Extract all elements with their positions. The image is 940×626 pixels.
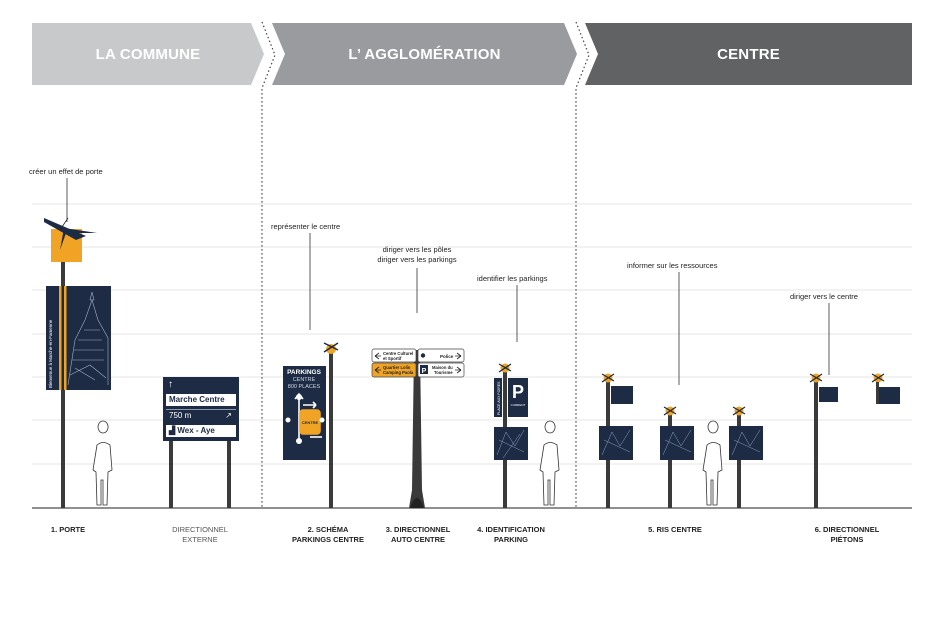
annotation-parkings: identifier les parkings	[477, 274, 548, 283]
annotation-poles-line1: diriger vers les pôles	[382, 245, 452, 254]
factory-icon: ▟	[169, 426, 178, 435]
banner-agglomeration-shape	[272, 23, 577, 85]
annotation-leaders	[66, 178, 830, 385]
external-row-1-label: Marche Centre	[169, 395, 225, 404]
caption-porte: 1. PORTE	[50, 525, 86, 534]
caption-externe-line2: EXTERNE	[182, 534, 218, 544]
auto-left1-line2: et Sportif	[383, 356, 402, 361]
caption-auto: 3. DIRECTIONNEL AUTO CENTRE	[363, 525, 473, 544]
ris-sign-3	[729, 406, 763, 508]
parking-schema-sign	[283, 342, 339, 508]
banner-agglomeration-label: L’ AGGLOMÉRATION	[348, 45, 501, 63]
person-silhouette-icon	[702, 420, 723, 506]
external-row-2: 750 m ↗	[166, 409, 236, 421]
banner-centre-shape	[585, 23, 912, 85]
caption-schema-line2: PARKINGS CENTRE	[292, 534, 364, 544]
caption-auto-line2: AUTO CENTRE	[390, 534, 446, 544]
person-silhouette-icon	[92, 420, 113, 506]
auto-sign	[371, 348, 465, 508]
banner-commune-shape	[32, 23, 264, 85]
parking-ident-letter: P	[512, 382, 524, 402]
annotation-porte: créer un effet de porte	[29, 167, 103, 176]
caption-schema: 2. SCHÉMA PARKINGS CENTRE	[273, 525, 383, 544]
external-direction-sign: ↑ Marche Centre 750 m ↗ ▟ Wex - Aye	[163, 377, 239, 441]
parking-ident-side-text: PLACE AUX FOIRES	[497, 381, 501, 415]
banner-commune: LA COMMUNE	[32, 23, 264, 85]
auto-left2-line1: Quartier Lolin	[383, 365, 411, 370]
annotation-poles-line2: diriger vers les parkings	[377, 254, 457, 264]
external-row-1: Marche Centre	[166, 394, 236, 406]
parking-schema-title: PARKINGS	[287, 369, 321, 376]
arrow-up-icon: ↑	[168, 379, 173, 390]
auto-left2-line2: Camping Paola	[383, 370, 414, 375]
banner-centre: CENTRE	[585, 23, 912, 85]
caption-ident-line2: PARKING	[493, 534, 529, 544]
auto-parking-p: P	[422, 368, 427, 375]
external-row-2-label: 750 m	[169, 411, 192, 420]
caption-pietons: 6. DIRECTIONNEL PIÉTONS	[792, 525, 902, 544]
caption-schema-line1: 2. SCHÉMA	[307, 525, 349, 534]
caption-externe: DIRECTIONNEL EXTERNE	[145, 525, 255, 544]
caption-pietons-line2: PIÉTONS	[830, 534, 864, 544]
caption-externe-line1: DIRECTIONNEL	[172, 525, 228, 534]
pedestrian-sign-1	[809, 373, 838, 508]
porte-sign	[44, 217, 111, 508]
section-divider-2	[575, 21, 590, 508]
caption-auto-line1: 3. DIRECTIONNEL	[385, 525, 451, 534]
section-divider-1	[261, 21, 276, 508]
auto-right1: Police	[440, 354, 454, 359]
parking-schema-line2: CENTRE	[293, 377, 316, 383]
caption-ident-line1: 4. IDENTIFICATION	[477, 525, 545, 534]
banner-centre-label: CENTRE	[717, 45, 780, 63]
pedestrian-sign-2	[871, 373, 900, 404]
caption-pietons-line1: 6. DIRECTIONNEL	[814, 525, 880, 534]
annotation-dir-centre: diriger vers le centre	[790, 292, 858, 301]
auto-left1-line1: Centre Culturel	[383, 351, 413, 356]
external-row-3-label: Wex - Aye	[177, 426, 215, 435]
parking-ident-sign	[494, 363, 528, 508]
annotation-poles: diriger vers les pôles diriger vers les …	[360, 245, 474, 264]
porte-banner-text: Bienvenue à Marche-en-Famenne	[48, 319, 53, 388]
auto-right2-line1: Maison du	[432, 365, 453, 370]
external-row-3: ▟ Wex - Aye	[166, 425, 236, 437]
banner-agglomeration: L’ AGGLOMÉRATION	[272, 23, 577, 85]
auto-right2-line2: Tourisme	[434, 370, 453, 375]
annotation-ressources: informer sur les ressources	[627, 261, 718, 270]
caption-ident: 4. IDENTIFICATION PARKING	[456, 525, 566, 544]
person-silhouette-icon	[539, 420, 560, 506]
parking-schema-line3: 800 PLACES	[288, 384, 321, 390]
ris-sign-2	[660, 406, 694, 508]
parking-schema-center-label: CENTRE	[302, 420, 319, 425]
external-sign-posts	[169, 439, 231, 508]
ris-sign-1	[599, 373, 633, 508]
arrow-diagonal-icon: ↗	[225, 411, 232, 420]
caption-ris: 5. RIS CENTRE	[648, 525, 702, 534]
banner-commune-label: LA COMMUNE	[95, 45, 201, 63]
parking-ident-small: CURRENT	[511, 403, 526, 407]
annotation-centre: représenter le centre	[271, 222, 341, 231]
